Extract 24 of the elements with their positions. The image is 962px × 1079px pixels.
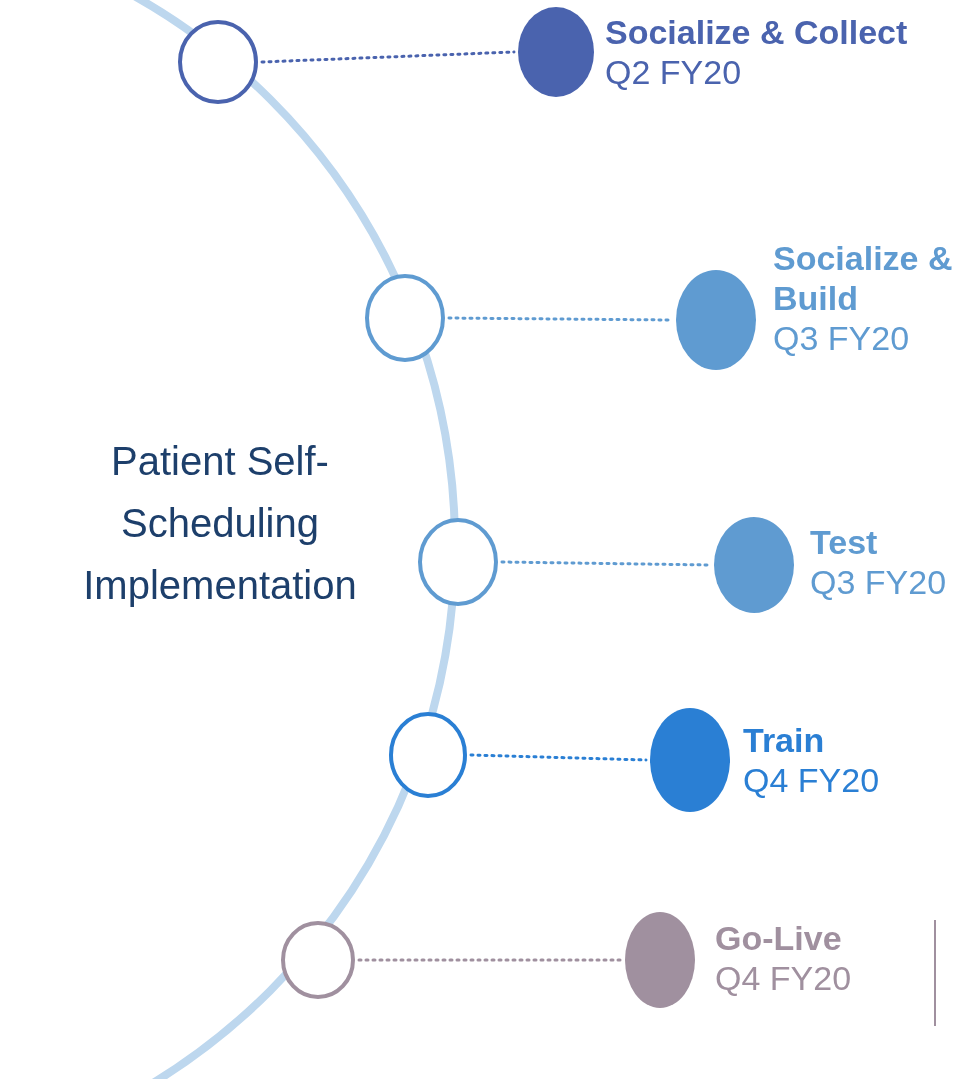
milestone-title: Socialize & Build — [773, 238, 954, 318]
milestone-date: Q4 FY20 — [743, 760, 880, 800]
dotted-connector — [357, 958, 623, 962]
milestone-date: Q4 FY20 — [715, 958, 852, 998]
milestone-date: Q2 FY20 — [605, 52, 742, 92]
timeline-ring — [177, 19, 259, 105]
timeline-ring — [280, 920, 356, 1000]
dotted-connector — [469, 753, 648, 762]
milestone-title: Socialize & Collect — [605, 12, 908, 52]
milestone-date: Q3 FY20 — [773, 318, 910, 358]
timeline-ring — [417, 517, 499, 607]
milestone-date: Q3 FY20 — [810, 562, 947, 602]
milestone-dot — [622, 909, 698, 1011]
milestone-title: Test — [810, 522, 878, 562]
timeline-ring — [364, 273, 446, 363]
milestone-dot — [515, 4, 597, 100]
milestone-dot — [711, 514, 797, 616]
milestone-dot — [647, 705, 733, 815]
milestone-title: Go-Live — [715, 918, 842, 958]
milestone-title: Train — [743, 720, 825, 760]
milestone-dot — [673, 267, 759, 373]
center-title: Patient Self-Scheduling Implementation — [82, 438, 358, 609]
timeline-ring — [388, 711, 468, 799]
dotted-connector — [260, 50, 516, 64]
